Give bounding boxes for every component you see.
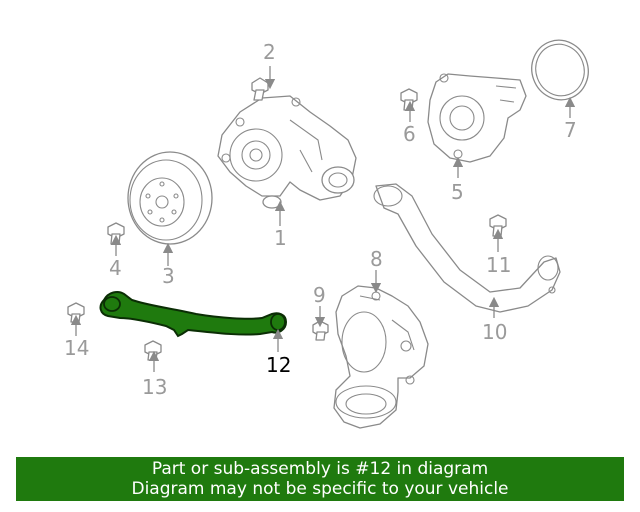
bolt-2[interactable] [251,77,269,101]
callout-3: 3 [162,264,175,288]
banner-part-line: Part or sub-assembly is #12 in diagram [151,459,489,479]
callout-7: 7 [564,118,577,142]
callout-4: 4 [109,256,122,280]
part-notice-banner: Part or sub-assembly is #12 in diagram D… [16,457,624,501]
callout-11: 11 [486,253,511,277]
callout-13: 13 [142,375,167,399]
callout-6: 6 [403,122,416,146]
callout-14: 14 [64,336,89,360]
bolt-13[interactable] [144,340,162,361]
leader-lines [70,66,576,372]
o-ring-seal[interactable] [523,32,596,108]
callout-9: 9 [313,283,326,307]
bolt-14[interactable] [67,302,85,323]
callout-2: 2 [263,40,276,64]
callout-10: 10 [482,320,507,344]
bolt-9[interactable] [312,320,329,341]
callout-12: 12 [266,353,291,377]
callout-5: 5 [451,180,464,204]
pulley[interactable] [127,151,213,245]
callout-8: 8 [370,247,383,271]
coolant-pipe[interactable] [373,183,561,313]
banner-disclaimer-line: Diagram may not be specific to your vehi… [131,479,509,499]
bolt-11[interactable] [489,214,507,237]
callout-1: 1 [274,226,287,250]
bolt-6[interactable] [400,88,418,111]
thermostat-housing[interactable] [427,73,527,163]
oil-filter-housing[interactable] [333,285,429,429]
water-pump-housing[interactable] [217,95,357,209]
coolant-tube-highlighted[interactable] [99,291,288,338]
